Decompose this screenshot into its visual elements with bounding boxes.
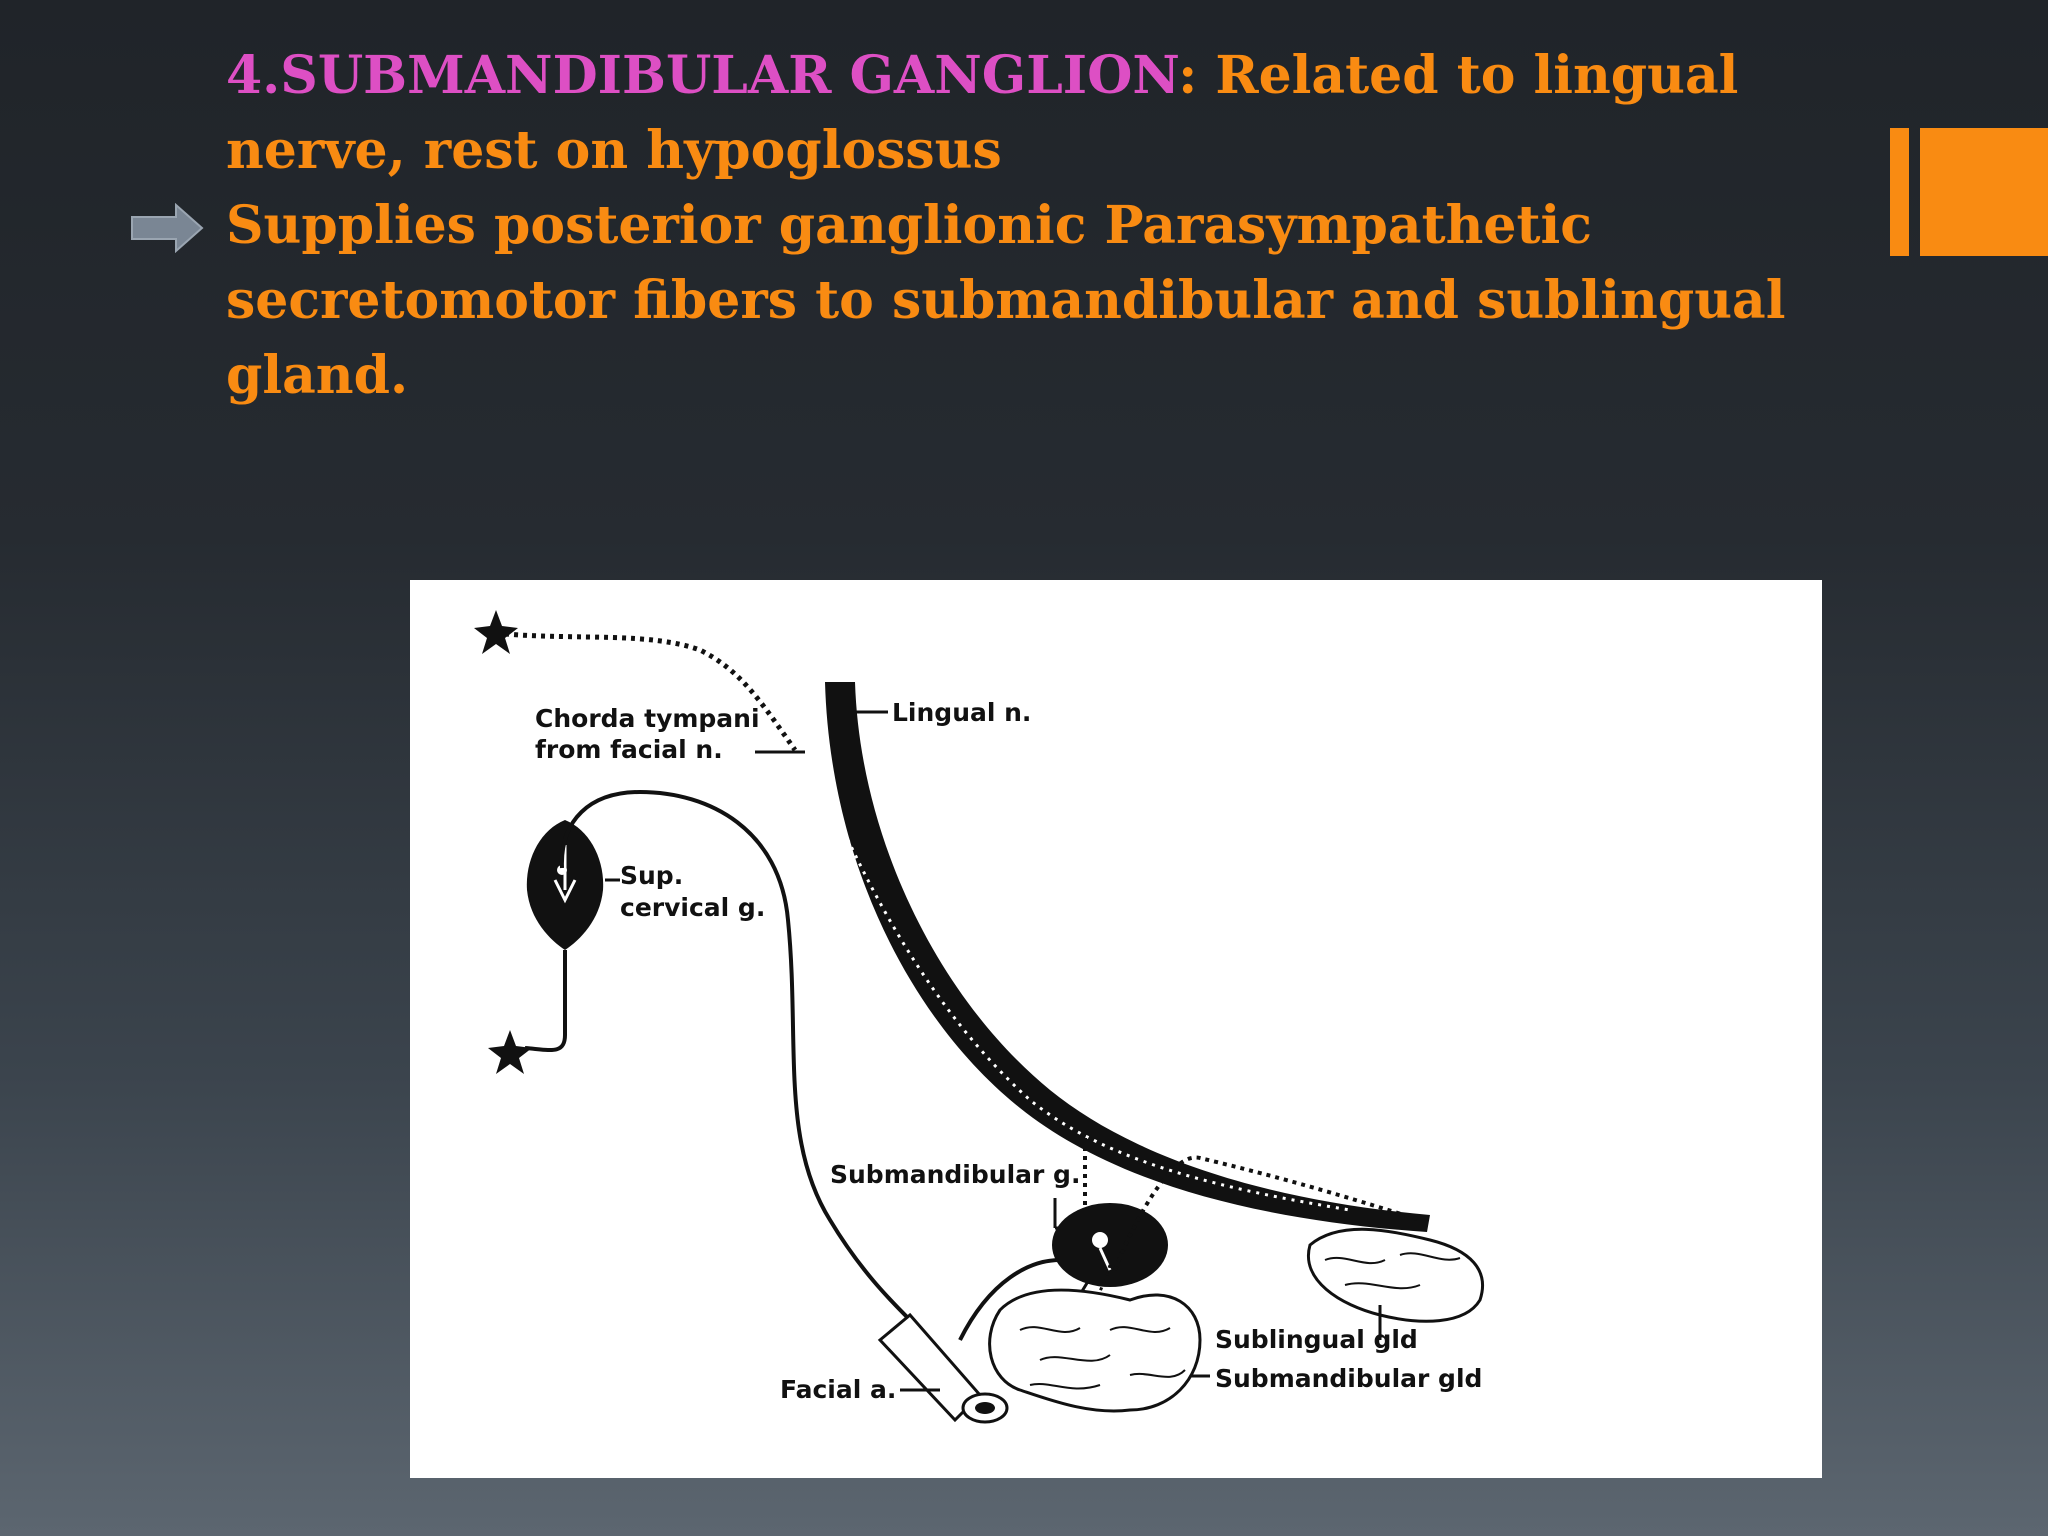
bullet-text: Supplies posterior ganglionic Parasympat… — [226, 195, 1785, 406]
star-icon — [474, 610, 518, 654]
label-facial-a: Facial a. — [780, 1375, 896, 1404]
accent-bar-wide — [1920, 128, 2048, 256]
accent-bar-thin — [1890, 128, 1909, 256]
label-sublingual-gld: Sublingual gld — [1215, 1325, 1418, 1354]
slide-text: 4.SUBMANDIBULAR GANGLION: Related to lin… — [226, 38, 1866, 413]
label-chorda-1: Chorda tympani — [535, 704, 760, 733]
slide-heading: 4.SUBMANDIBULAR GANGLION — [226, 45, 1178, 106]
label-sup-1: Sup. — [620, 861, 683, 890]
sublingual-gland — [1308, 1229, 1482, 1321]
submandibular-gland — [990, 1290, 1200, 1411]
label-submandibular-gld: Submandibular gld — [1215, 1364, 1482, 1393]
lingual-nerve — [825, 682, 1430, 1232]
anatomy-diagram: Chorda tympani from facial n. Lingual n.… — [410, 580, 1822, 1478]
star-icon — [488, 1030, 532, 1074]
label-lingual: Lingual n. — [892, 698, 1031, 727]
label-submandibular-g: Submandibular g. — [830, 1160, 1080, 1189]
right-arrow-icon — [130, 203, 204, 253]
label-chorda-2: from facial n. — [535, 735, 723, 764]
submandibular-ganglion — [1052, 1203, 1168, 1287]
label-sup-2: cervical g. — [620, 893, 765, 922]
